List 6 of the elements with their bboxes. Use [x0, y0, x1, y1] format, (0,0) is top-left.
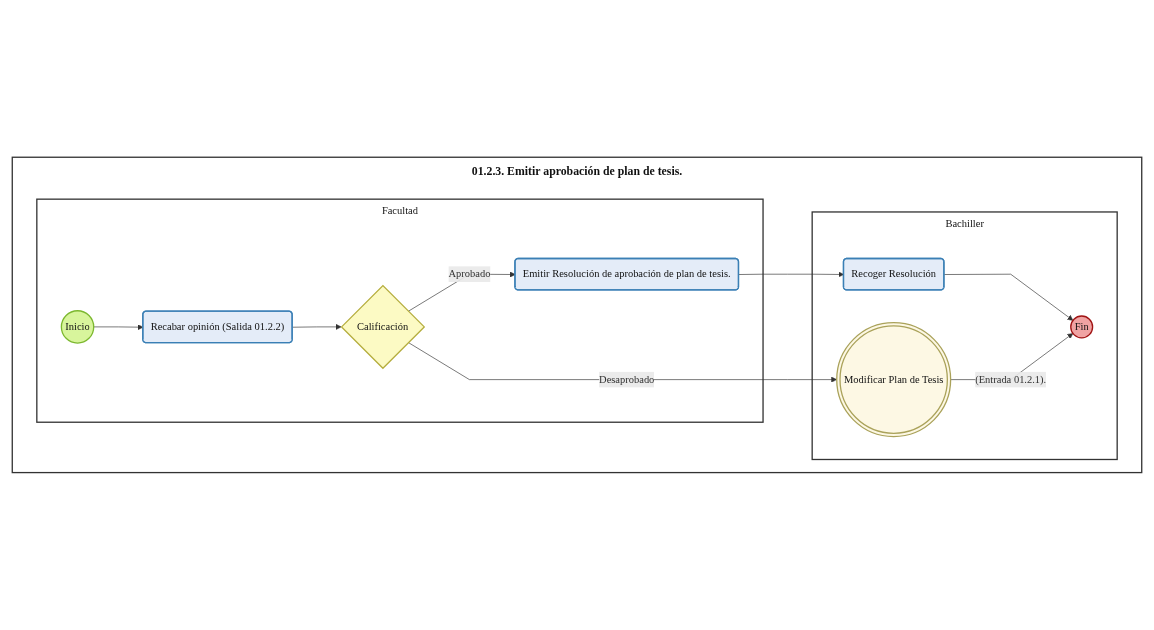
edge-label: Aprobado: [448, 268, 491, 280]
node-circle: Fin: [1070, 315, 1094, 339]
edge-label: Desaprobado: [599, 373, 655, 385]
node-circle: Inicio: [60, 310, 95, 344]
edge-label: (Entrada 01.2.1).: [975, 373, 1047, 385]
node-diamond: Calificación: [340, 284, 426, 370]
